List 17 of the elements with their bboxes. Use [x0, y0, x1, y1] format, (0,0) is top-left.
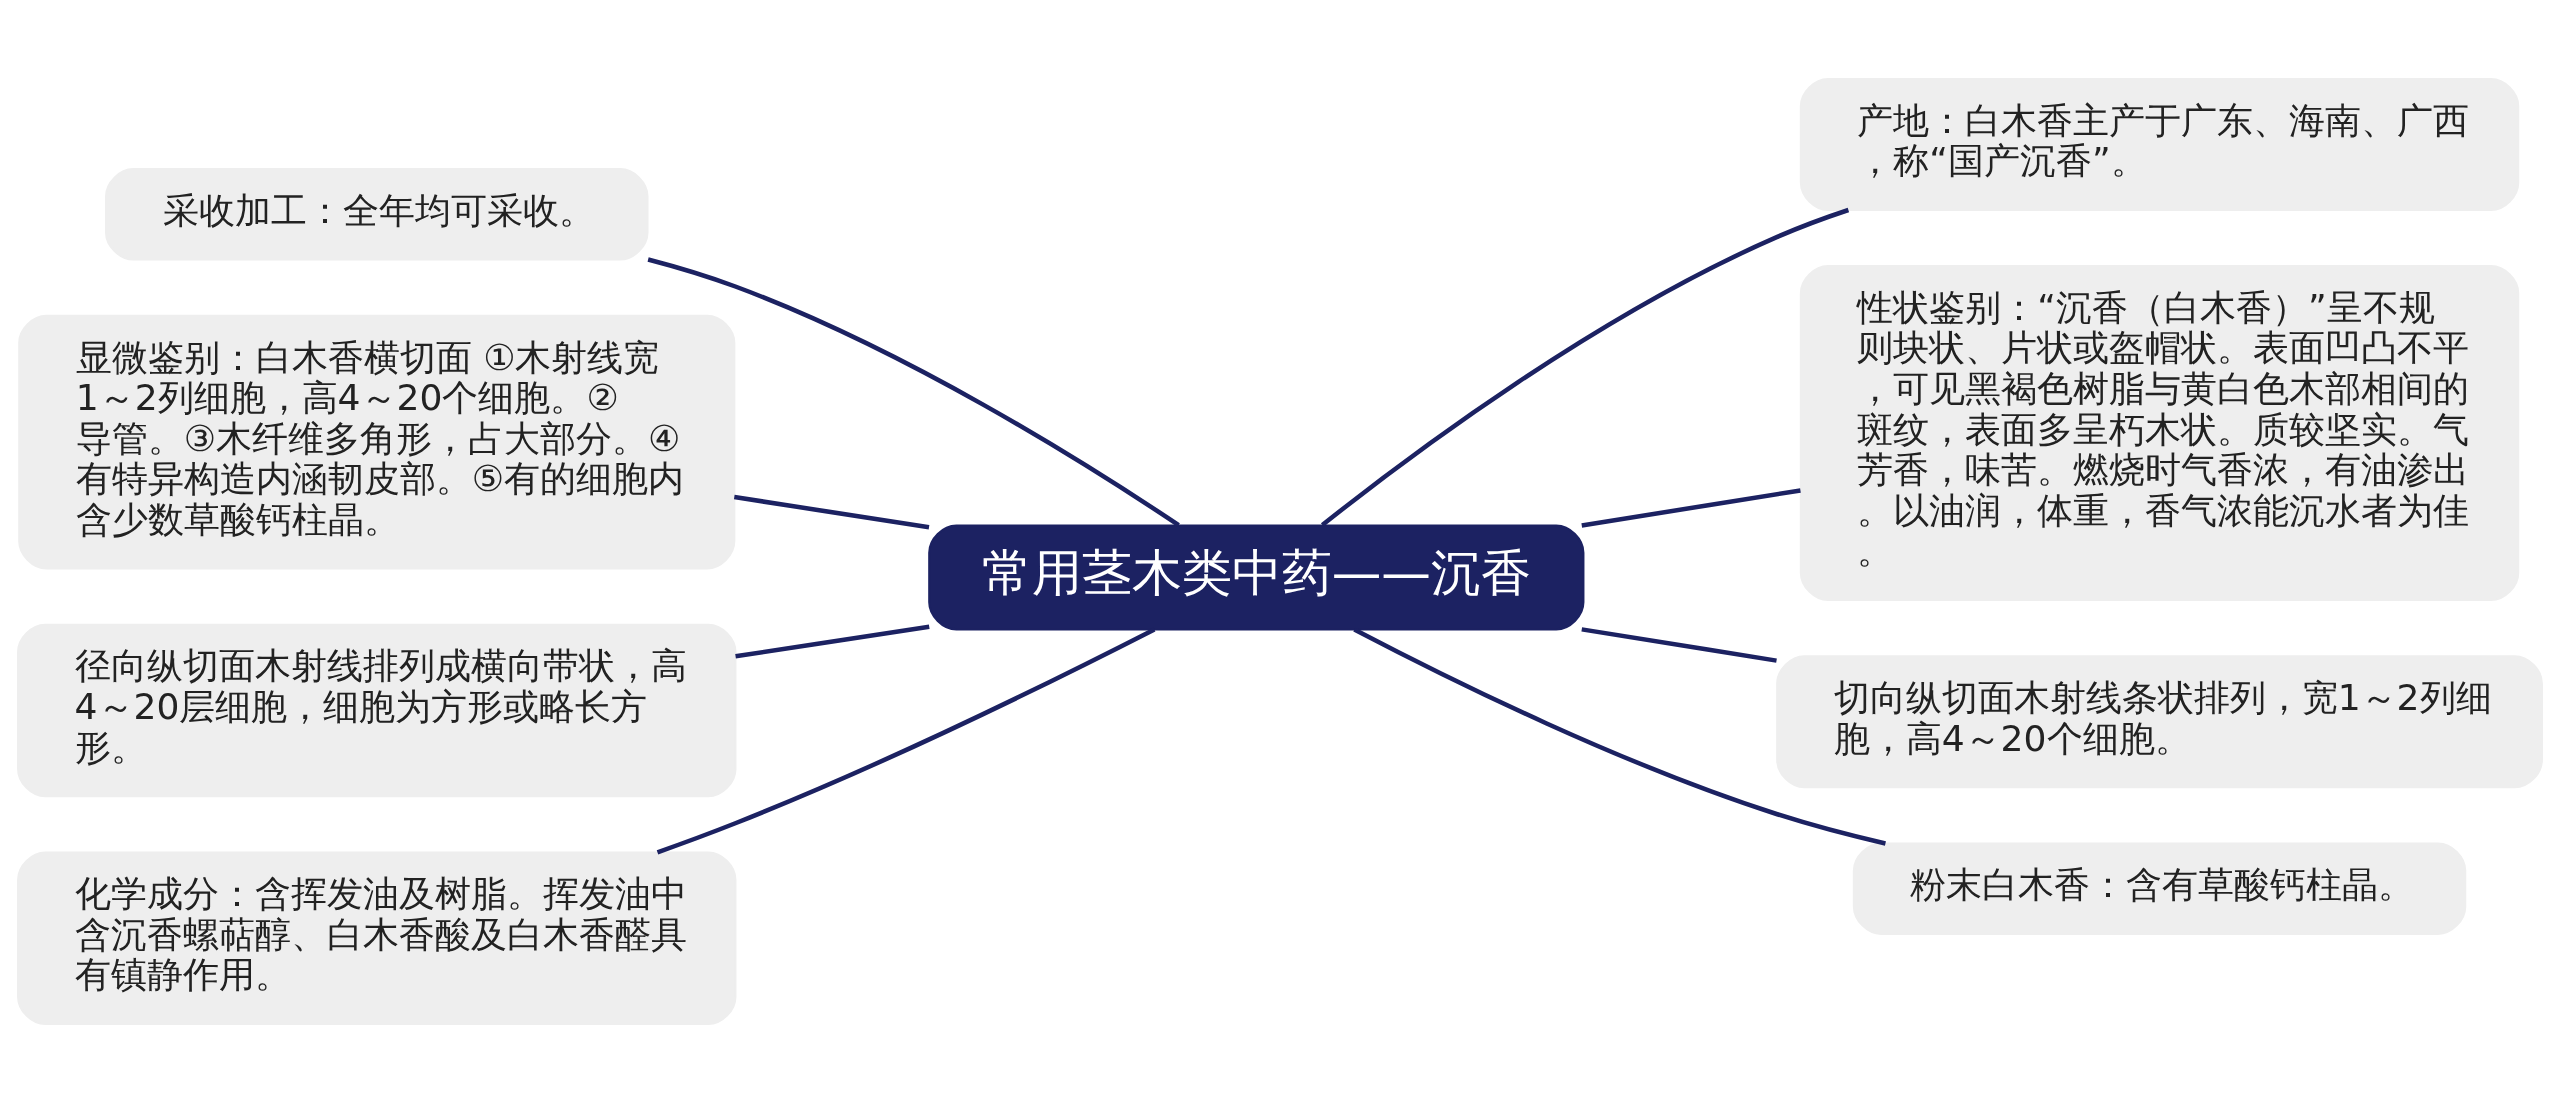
node-box: 径向纵切面木射线排列成横向带状，高4～20层细胞，细胞为方形或略长方形。: [17, 623, 737, 797]
connector: [733, 494, 930, 529]
connector: [647, 256, 1180, 527]
node-box: 化学成分：含挥发油及树脂。挥发油中含沉香螺萜醇、白木香酸及白木香醛具有镇静作用。: [17, 850, 737, 1025]
connector: [1581, 626, 1777, 663]
connector: [735, 624, 930, 658]
node-box: 显微鉴别：白木香横切面 ①木射线宽1～2列细胞，高4～20个细胞。②导管。③木纤维多角形，占大部分。④有特异构造内涵韧皮部。⑤有的细胞内含少数草酸钙柱晶。: [18, 314, 736, 570]
connector: [1581, 487, 1801, 528]
node-box: 切向纵切面木射线条状排列，宽1～2列细胞，高4～20个细胞。: [1776, 654, 2543, 788]
connector: [1320, 207, 1850, 527]
node-box: 产地：白木香主产于广东、海南、广西，称“国产沉香”。: [1799, 77, 2520, 211]
node-box: 性状鉴别：“沉香（白木香）”呈不规则块状、片状或盔帽状。表面凹凸不平，可见黑褐色树脂与黄白色木部相间的斑纹，表面多呈朽木状。质较坚实。气芳香，味苦。燃烧时气香浓，有油渗出。以油润，体重，香气浓能沉水者为佳。: [1799, 264, 2520, 601]
node-box: 常用茎木类中药——沉香: [928, 523, 1585, 630]
node-box: 粉末白木香：含有草酸钙柱晶。: [1852, 841, 2467, 935]
node-box: 采收加工：全年均可采收。: [105, 167, 649, 261]
connector: [656, 626, 1156, 854]
connector: [1353, 626, 1886, 846]
